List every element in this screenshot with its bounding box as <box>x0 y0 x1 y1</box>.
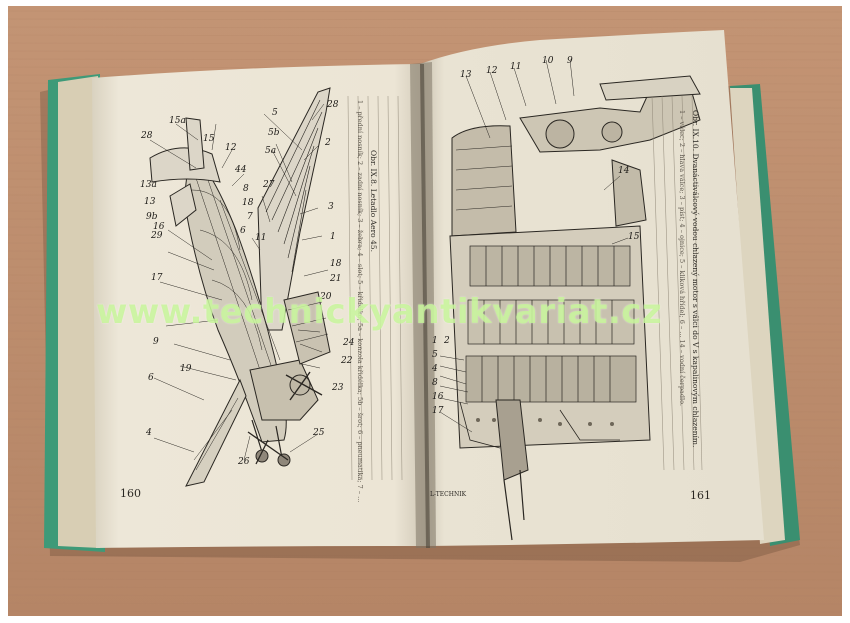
callout-label: 5 <box>272 108 278 118</box>
callout-label: 1 <box>330 232 336 242</box>
callout-label: 44 <box>235 165 247 175</box>
callout-label: 21 <box>330 274 342 284</box>
right-page-number: 161 <box>690 489 711 502</box>
callout-label: 29 <box>151 231 163 241</box>
callout-label: 13 <box>460 70 472 80</box>
callout-label: 28 <box>327 100 339 110</box>
callout-label: 13a <box>140 180 157 190</box>
callout-label: 11 <box>255 233 267 243</box>
callout-label: 27 <box>263 180 275 190</box>
callout-label: 8 <box>243 184 249 194</box>
callout-label: 23 <box>332 383 344 393</box>
callout-label: 9 <box>567 56 573 66</box>
callout-label: 18 <box>330 259 342 269</box>
callout-label: 1 <box>432 336 438 346</box>
callout-label: 16 <box>153 222 165 232</box>
callout-label: 20 <box>320 292 332 302</box>
callout-label: 14 <box>618 166 630 176</box>
callout-label: 9 <box>153 337 159 347</box>
callout-label: 15a <box>169 116 186 126</box>
aircraft-cutaway-illustration <box>149 87 331 487</box>
callout-label: 16 <box>432 392 444 402</box>
left-page-number: 160 <box>120 487 141 500</box>
left-caption-title: Obr. IX.8. Letadlo Aero 45. <box>369 150 378 252</box>
callout-label: 5 <box>432 350 438 360</box>
callout-label: 11 <box>510 62 522 72</box>
callout-label: 22 <box>341 356 353 366</box>
callout-label: 26 <box>238 457 250 467</box>
callout-label: 12 <box>225 143 237 153</box>
watermark-text: www.technickyantikvariat.cz <box>96 292 663 332</box>
callout-label: 6 <box>148 373 154 383</box>
callout-label: 28 <box>141 131 153 141</box>
callout-label: 13 <box>144 197 156 207</box>
callout-label: 17 <box>151 273 163 283</box>
callout-label: 12 <box>486 66 498 76</box>
right-caption-title: Obr. IX.10. Dvanáctiválcový vodou chlaze… <box>691 110 700 448</box>
callout-label: 15 <box>628 232 640 242</box>
callout-label: 19 <box>180 364 192 374</box>
right-caption-text: 1 – válec; 2 – hlava válce; 3 – píst; 4 … <box>678 110 686 406</box>
callout-label: 25 <box>313 428 325 438</box>
callout-label: 6 <box>240 226 246 236</box>
callout-label: 18 <box>242 198 254 208</box>
callout-label: 4 <box>432 364 438 374</box>
callout-label: 8 <box>432 378 438 388</box>
callout-label: 3 <box>328 202 334 212</box>
callout-label: 10 <box>542 56 554 66</box>
callout-label: 9b <box>146 212 158 222</box>
callout-label: 2 <box>444 336 450 346</box>
callout-label: 17 <box>432 406 444 416</box>
callout-label: 7 <box>247 212 253 222</box>
callout-label: 15 <box>203 134 215 144</box>
right-footer-label: L-TECHNIK <box>430 491 467 498</box>
callout-label: 24 <box>343 338 355 348</box>
callout-label: 4 <box>146 428 152 438</box>
callout-label: 5b <box>268 128 280 138</box>
callout-label: 5a <box>265 146 277 156</box>
engine-cutaway-illustration <box>439 59 701 541</box>
callout-label: 2 <box>325 138 331 148</box>
